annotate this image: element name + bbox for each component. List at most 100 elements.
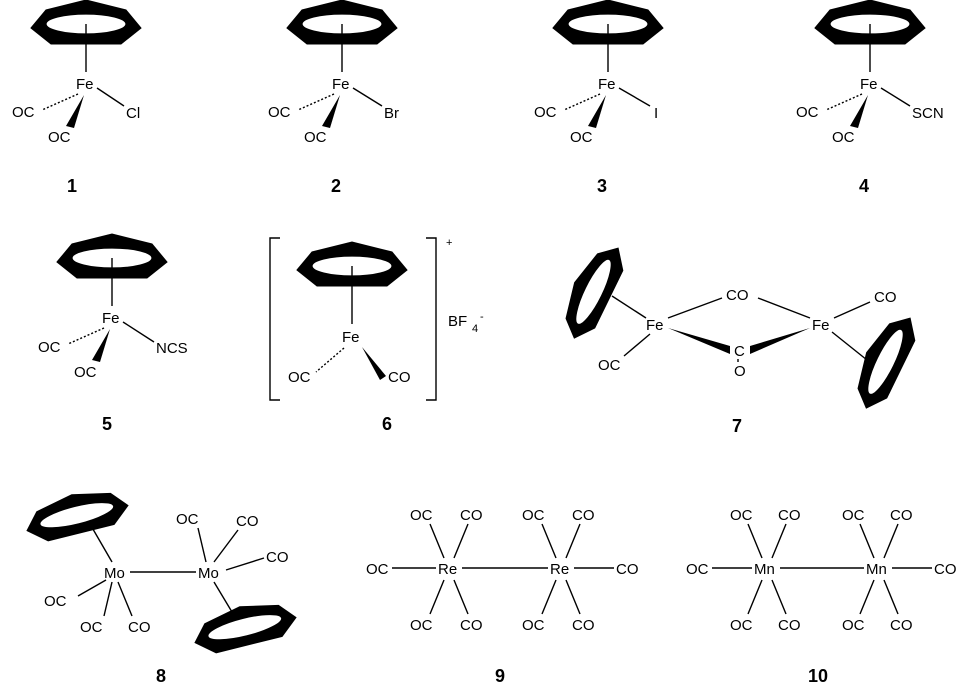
compound-10: OC Mn Mn CO OC CO OC CO OC CO OC CO 10 bbox=[686, 507, 957, 686]
cp-ring-icon bbox=[814, 0, 926, 45]
metal-label: Fe bbox=[860, 76, 878, 93]
counterion-superscript: - bbox=[480, 311, 484, 323]
compound-number: 9 bbox=[495, 666, 505, 686]
re-a-co-ll-label: OC bbox=[410, 617, 433, 634]
cp-ring-icon bbox=[56, 233, 168, 279]
mn-b-co-ll-label: OC bbox=[842, 617, 865, 634]
bridge-c-label: C bbox=[734, 343, 745, 360]
compound-7: Fe Fe CO C O OC CO 7 bbox=[565, 247, 916, 436]
co-left-label: OC bbox=[38, 339, 61, 356]
co-bottom-label: OC bbox=[48, 129, 71, 146]
co-left-label: OC bbox=[268, 104, 291, 121]
cp-ring-icon bbox=[30, 0, 142, 45]
mn-a-co-ll-label: OC bbox=[730, 617, 753, 634]
cp-ring-lower-icon bbox=[194, 604, 297, 654]
terminal-co-left-label: OC bbox=[598, 357, 621, 374]
counterion-label: BF bbox=[448, 313, 467, 330]
re-a-co-ul-label: OC bbox=[410, 507, 433, 524]
mn-a-co-ul-label: OC bbox=[730, 507, 753, 524]
compound-3: Fe OC OC I 3 bbox=[534, 0, 664, 196]
re-a-co-lr-label: CO bbox=[460, 617, 483, 634]
co-bottom-label: OC bbox=[832, 129, 855, 146]
halide-label: Br bbox=[384, 105, 399, 122]
co-left-label: OC bbox=[366, 561, 389, 578]
mn-a-co-lr-label: CO bbox=[778, 617, 801, 634]
counterion-subscript: 4 bbox=[472, 323, 478, 335]
re-b-co-ul-label: OC bbox=[522, 507, 545, 524]
cp-ring-right-icon bbox=[857, 317, 916, 409]
compound-number: 10 bbox=[808, 666, 828, 686]
compound-8: Mo Mo OC OC CO OC CO CO 8 bbox=[26, 492, 297, 686]
metal-label: Fe bbox=[76, 76, 94, 93]
compound-4: Fe OC OC SCN 4 bbox=[796, 0, 944, 196]
bridge-co-top-label: CO bbox=[726, 287, 749, 304]
isothiocyanate-label: NCS bbox=[156, 340, 188, 357]
compound-number: 4 bbox=[859, 176, 869, 196]
mo-b-co-top-right-label: CO bbox=[236, 513, 259, 530]
cp-ring-icon bbox=[286, 0, 398, 45]
compound-number: 6 bbox=[382, 414, 392, 434]
halide-label: I bbox=[654, 105, 658, 122]
mo-a-co-bottom-label: OC bbox=[80, 619, 103, 636]
metal-b-label: Mo bbox=[198, 565, 219, 582]
co-bottom-label: OC bbox=[570, 129, 593, 146]
terminal-co-right-label: CO bbox=[874, 289, 897, 306]
compound-number: 2 bbox=[331, 176, 341, 196]
compound-2: Fe OC OC Br 2 bbox=[268, 0, 399, 196]
bracket-left bbox=[269, 237, 280, 401]
co-left-label: OC bbox=[12, 104, 35, 121]
metal-a-label: Fe bbox=[646, 317, 664, 334]
mo-a-co-left-label: OC bbox=[44, 593, 67, 610]
metal-b-label: Fe bbox=[812, 317, 830, 334]
metal-b-label: Mn bbox=[866, 561, 887, 578]
metal-label: Fe bbox=[342, 329, 360, 346]
co-right-label: CO bbox=[934, 561, 957, 578]
co-left-label: OC bbox=[534, 104, 557, 121]
metal-a-label: Mn bbox=[754, 561, 775, 578]
co-left-label: OC bbox=[796, 104, 819, 121]
metal-label: Fe bbox=[598, 76, 616, 93]
compound-number: 3 bbox=[597, 176, 607, 196]
cp-ring-left-icon bbox=[565, 247, 624, 339]
metal-a-label: Mo bbox=[104, 565, 125, 582]
re-b-co-ll-label: OC bbox=[522, 617, 545, 634]
compound-number: 8 bbox=[156, 666, 166, 686]
metal-a-label: Re bbox=[438, 561, 457, 578]
co-bottom-label: OC bbox=[304, 129, 327, 146]
compound-number: 1 bbox=[67, 176, 77, 196]
thiocyanate-label: SCN bbox=[912, 105, 944, 122]
re-a-co-ur-label: CO bbox=[460, 507, 483, 524]
co-right-label: CO bbox=[616, 561, 639, 578]
co-left-label: OC bbox=[686, 561, 709, 578]
halide-label: Cl bbox=[126, 105, 140, 122]
mn-b-co-lr-label: CO bbox=[890, 617, 913, 634]
charge-label: + bbox=[446, 237, 452, 249]
compound-5: Fe OC OC NCS 5 bbox=[38, 233, 188, 434]
mn-b-co-ul-label: OC bbox=[842, 507, 865, 524]
co-bottom-label: OC bbox=[74, 364, 97, 381]
mn-a-co-ur-label: CO bbox=[778, 507, 801, 524]
mo-b-co-top-label: OC bbox=[176, 511, 199, 528]
compound-1: Fe OC OC Cl 1 bbox=[12, 0, 142, 196]
cp-ring-icon bbox=[296, 241, 408, 287]
compound-6: + Fe OC CO BF 4 - 6 bbox=[269, 237, 484, 434]
metal-label: Fe bbox=[332, 76, 350, 93]
co-left-label: OC bbox=[288, 369, 311, 386]
metal-label: Fe bbox=[102, 310, 120, 327]
compound-number: 7 bbox=[732, 416, 742, 436]
re-b-co-lr-label: CO bbox=[572, 617, 595, 634]
mn-b-co-ur-label: CO bbox=[890, 507, 913, 524]
bracket-right bbox=[426, 237, 437, 401]
cp-ring-icon bbox=[552, 0, 664, 45]
compound-number: 5 bbox=[102, 414, 112, 434]
compound-9: OC Re Re CO OC CO OC CO OC CO OC CO 9 bbox=[366, 507, 639, 686]
bridge-o-label: O bbox=[734, 363, 746, 380]
cp-ring-upper-icon bbox=[26, 492, 129, 542]
mo-b-co-right-label: CO bbox=[266, 549, 289, 566]
co-right-label: CO bbox=[388, 369, 411, 386]
mo-a-co-bottom-right-label: CO bbox=[128, 619, 151, 636]
metal-b-label: Re bbox=[550, 561, 569, 578]
re-b-co-ur-label: CO bbox=[572, 507, 595, 524]
